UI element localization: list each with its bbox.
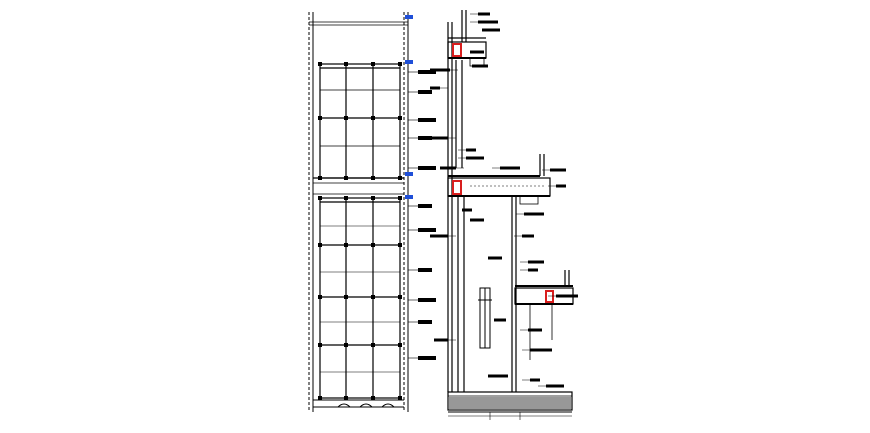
red-beam-top — [452, 43, 462, 57]
joint-marker — [318, 116, 322, 120]
joint-marker — [371, 196, 375, 200]
annotation-text — [466, 148, 476, 152]
joint-marker — [371, 116, 375, 120]
floor-slab-2 — [514, 270, 574, 360]
annotation-text — [466, 156, 484, 160]
annotation-text — [494, 318, 506, 322]
callout-tag — [418, 70, 436, 74]
annotation-text — [478, 20, 498, 24]
joint-marker — [398, 396, 402, 400]
joint-marker — [344, 295, 348, 299]
joint-marker — [344, 343, 348, 347]
joint-marker — [344, 62, 348, 66]
annotation-text — [550, 168, 566, 172]
level-marker — [405, 60, 413, 64]
annotation-text — [430, 86, 440, 90]
annotation-text — [478, 12, 490, 16]
elevation-joint-markers — [318, 62, 402, 400]
joint-marker — [318, 343, 322, 347]
red-beam-lower — [545, 290, 554, 303]
joint-marker — [398, 343, 402, 347]
annotation-text — [488, 256, 502, 260]
callout-tag — [418, 298, 436, 302]
callout-tag — [418, 204, 432, 208]
annotation-text — [482, 28, 500, 32]
joint-marker — [371, 62, 375, 66]
level-markers — [405, 15, 413, 199]
callout-tag — [418, 268, 432, 272]
ground-hatch — [449, 397, 571, 409]
joint-marker — [344, 396, 348, 400]
joint-marker — [344, 243, 348, 247]
ground-base — [447, 391, 573, 420]
joint-marker — [318, 176, 322, 180]
lower-glazing-band — [319, 197, 401, 399]
annotation-text — [528, 268, 538, 272]
callout-tag — [418, 90, 432, 94]
elevation-outer-edges — [308, 12, 409, 412]
joint-marker — [344, 196, 348, 200]
joint-marker — [398, 62, 402, 66]
floor-slab-1 — [447, 154, 551, 205]
annotation-text — [430, 68, 450, 72]
level-marker — [405, 195, 413, 199]
annotation-text — [500, 166, 520, 170]
annotation-text — [440, 166, 456, 170]
annotation-text — [488, 374, 508, 378]
annotation-text — [524, 212, 544, 216]
annotation-text — [546, 384, 564, 388]
elevation-callouts — [408, 70, 436, 360]
joint-marker — [371, 176, 375, 180]
joint-marker — [398, 295, 402, 299]
annotation-text — [522, 234, 534, 238]
joint-marker — [398, 243, 402, 247]
annotation-text — [528, 260, 544, 264]
annotation-text — [556, 294, 578, 298]
annotation-text — [470, 50, 484, 54]
callout-tag — [418, 320, 432, 324]
joint-marker — [398, 116, 402, 120]
annotation-text — [462, 208, 472, 212]
annotation-text — [430, 136, 448, 140]
joint-marker — [318, 62, 322, 66]
callout-tag — [418, 166, 436, 170]
callout-tag — [418, 136, 432, 140]
callout-tag — [418, 228, 436, 232]
red-beam-middle — [452, 180, 462, 195]
joint-marker — [318, 196, 322, 200]
callout-tag — [418, 118, 436, 122]
annotation-text — [434, 338, 448, 342]
upper-glazing-band — [319, 63, 401, 179]
annotation-text — [528, 328, 542, 332]
elevation-base — [313, 399, 404, 408]
structural-highlights — [452, 43, 554, 303]
joint-marker — [318, 396, 322, 400]
annotation-text — [556, 184, 566, 188]
level-marker — [405, 172, 413, 176]
joint-marker — [344, 176, 348, 180]
joint-marker — [398, 176, 402, 180]
door-element — [478, 287, 492, 349]
facade-elevation — [308, 12, 409, 412]
annotation-text — [430, 234, 448, 238]
joint-marker — [371, 295, 375, 299]
wall-section — [447, 10, 574, 420]
callout-tag — [418, 356, 436, 360]
annotation-text — [472, 64, 488, 68]
joint-marker — [398, 196, 402, 200]
joint-marker — [344, 116, 348, 120]
joint-marker — [371, 396, 375, 400]
joint-marker — [318, 295, 322, 299]
joint-marker — [371, 343, 375, 347]
roof-slab — [447, 10, 487, 67]
joint-marker — [371, 243, 375, 247]
section-wall-lines — [447, 22, 517, 392]
joint-marker — [318, 243, 322, 247]
annotation-text — [530, 378, 540, 382]
annotation-text — [530, 348, 552, 352]
section-annotations — [430, 12, 578, 388]
level-marker — [405, 15, 413, 19]
annotation-text — [470, 218, 484, 222]
